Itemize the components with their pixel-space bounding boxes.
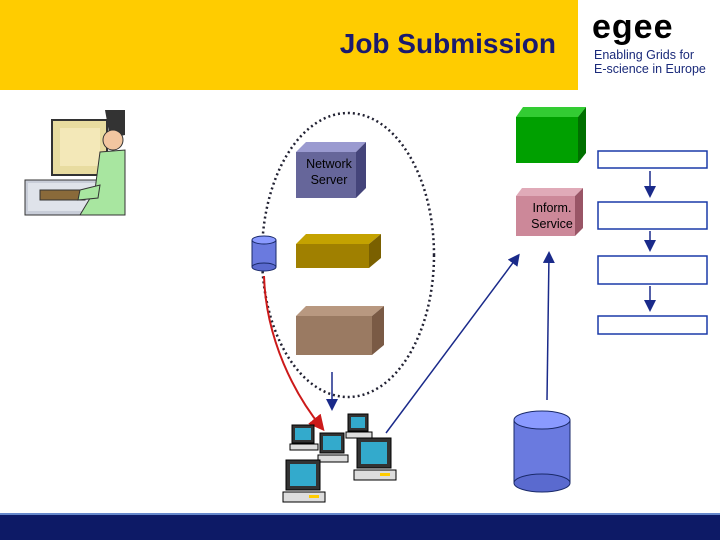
footer-accent-line — [0, 513, 720, 515]
sandbox-database-icon — [251, 235, 277, 272]
red-input-arrow — [263, 275, 325, 432]
inform-service-label-line2: Service — [531, 217, 573, 231]
computer-icon — [289, 424, 319, 451]
network-server-box[interactable] — [296, 142, 366, 198]
page-title: Job Submission — [339, 28, 556, 59]
computer-cluster-icon — [282, 413, 397, 503]
broker-boundary — [260, 111, 436, 399]
network-server-label-line1: Network — [306, 157, 352, 171]
network-server-label: Network Server — [298, 156, 360, 188]
logo-tagline: Enabling Grids for E-science in Europe — [594, 48, 706, 76]
flow-box-4 — [597, 315, 708, 335]
flow-chart — [597, 150, 708, 335]
flow-box-1 — [597, 150, 708, 169]
inform-service-label-line1: Inform. — [532, 201, 572, 215]
flow-box-2 — [597, 201, 708, 230]
network-server-label-line2: Server — [310, 173, 348, 187]
egee-logo: egee Enabling Grids for E-science in Eur… — [578, 0, 720, 90]
computer-icon — [282, 459, 326, 503]
computer-icon — [317, 432, 349, 463]
flow-box-3 — [597, 255, 708, 285]
job-controller-box[interactable] — [296, 306, 384, 355]
header-bar: Job Submission — [0, 0, 578, 90]
computer-icon — [353, 437, 397, 481]
workload-manager-box[interactable] — [296, 234, 381, 268]
information-database-icon — [513, 410, 571, 493]
logo-tagline-line2: E-science in Europe — [594, 62, 706, 76]
compute-element-box[interactable] — [516, 107, 586, 163]
computer-icon — [345, 413, 373, 439]
logo-tagline-line1: Enabling Grids for — [594, 48, 695, 62]
db-to-infoservice-arrow — [542, 251, 555, 401]
ce-to-infoservice-arrow — [385, 253, 520, 434]
inform-service-label: Inform. Service — [516, 200, 588, 232]
footer-bar — [0, 515, 720, 540]
inform-service-box[interactable] — [516, 188, 583, 236]
user-workstation-icon — [24, 110, 126, 216]
logo-wordmark: egee — [592, 8, 674, 46]
